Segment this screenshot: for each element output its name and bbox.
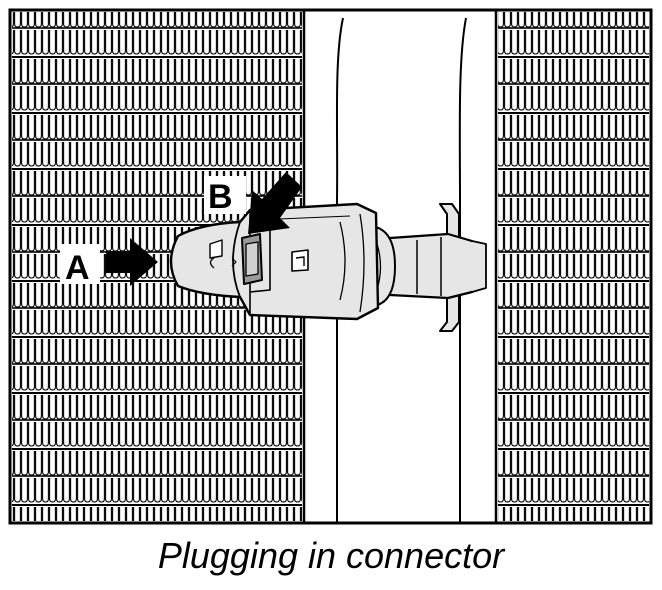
arrow-a-icon xyxy=(106,238,158,286)
callout-a-bg xyxy=(60,244,100,284)
connector-assembly xyxy=(169,202,487,332)
socket-stub xyxy=(388,232,483,300)
callout-a-label: A xyxy=(65,249,90,287)
radiator-fins-right xyxy=(498,12,649,521)
tube-line-right xyxy=(458,17,467,523)
illustration-frame xyxy=(8,8,653,525)
lock-symbol-icon xyxy=(291,249,309,272)
arrow-b-icon xyxy=(248,172,302,234)
callout-b-bg xyxy=(204,176,246,214)
callout-b-label: B xyxy=(208,178,233,216)
tube-line-left xyxy=(335,17,344,523)
figure-caption: Plugging in connector xyxy=(158,535,506,576)
